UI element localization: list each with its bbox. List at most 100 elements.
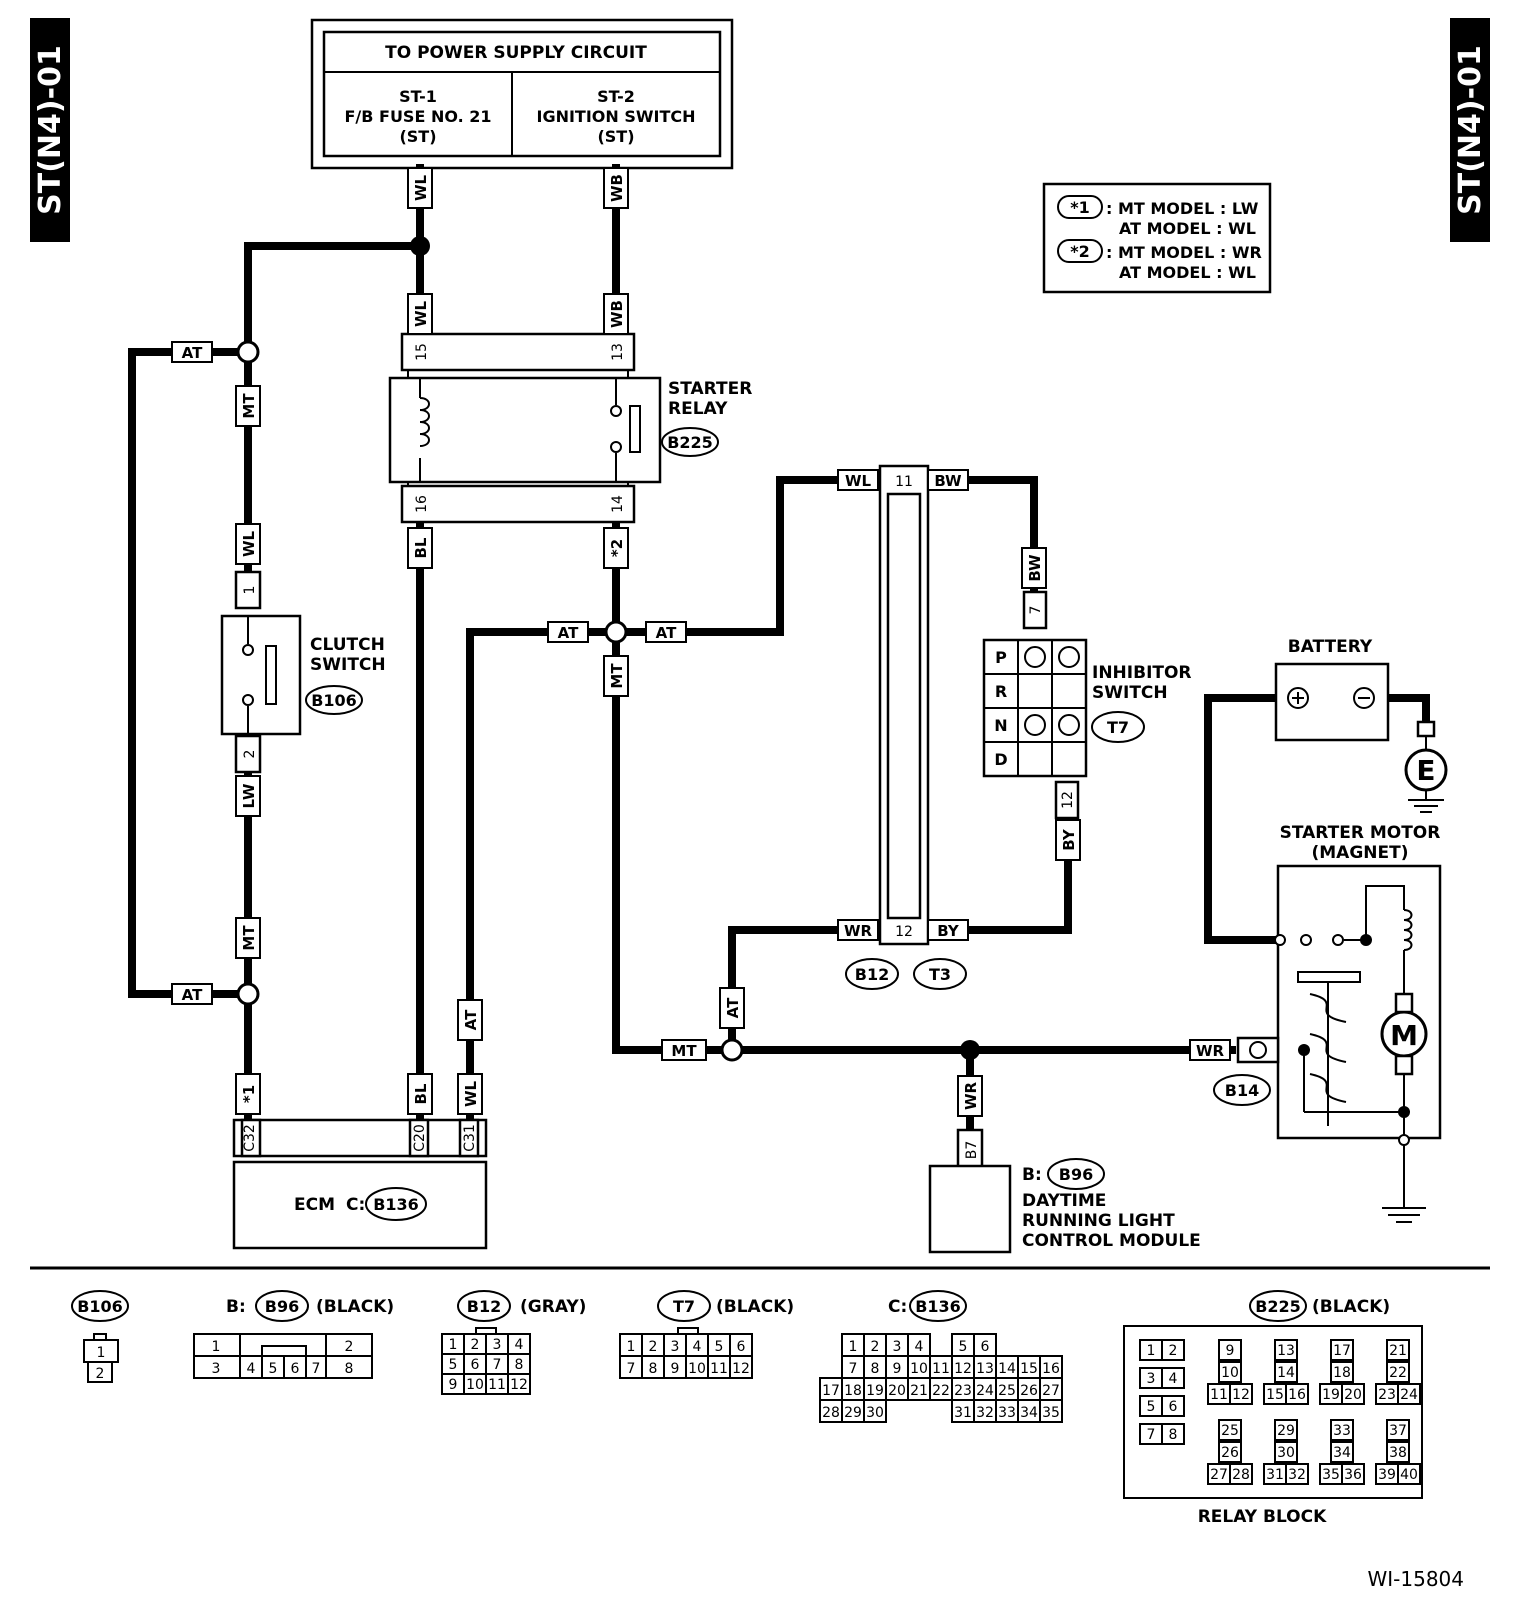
svg-text:WR: WR xyxy=(844,922,873,940)
legend-star2: *2 xyxy=(1070,242,1090,261)
pin-cell xyxy=(1386,1419,1410,1441)
pin-cell xyxy=(1330,1441,1354,1463)
svg-text:WL: WL xyxy=(412,301,430,328)
wire-tag-bw-v: BW xyxy=(1021,547,1047,589)
power-supply-box: TO POWER SUPPLY CIRCUIT ST-1 F/B FUSE NO… xyxy=(310,18,734,170)
wire-tag-by-h: BY xyxy=(927,919,969,941)
wire-tags: WL WB WL WB 15 13 16 14 BL *2 MT WL 1 2 … xyxy=(171,167,1231,1159)
svg-text:2: 2 xyxy=(345,1339,354,1355)
svg-text:AT: AT xyxy=(182,344,203,362)
pin-cell xyxy=(1161,1367,1185,1389)
pin-number: 22 xyxy=(932,1383,950,1399)
pin-cell xyxy=(1229,1463,1253,1485)
inhibitor-pos-r: R xyxy=(995,682,1007,701)
wire-tag-wl-1: WL xyxy=(407,167,433,209)
pin-16: 16 xyxy=(414,495,430,513)
pin-number: 9 xyxy=(893,1361,902,1377)
pin-number: 2 xyxy=(1169,1343,1178,1359)
pin-cell xyxy=(1218,1419,1242,1441)
svg-text:14: 14 xyxy=(610,495,626,513)
svg-text:7: 7 xyxy=(1028,606,1044,615)
joint-circle xyxy=(236,340,260,364)
pin-cell xyxy=(677,1327,699,1335)
motor-symbol: M xyxy=(1390,1019,1418,1052)
svg-text:16: 16 xyxy=(414,495,430,513)
pin-number: 7 xyxy=(849,1361,858,1377)
svg-text:WB: WB xyxy=(608,174,626,202)
starter-relay: STARTER RELAY B225 xyxy=(388,332,752,524)
joint-connector-b12-t3: B12 T3 xyxy=(845,464,967,990)
pin-number: 4 xyxy=(915,1339,924,1355)
pin-number: 32 xyxy=(1288,1467,1306,1483)
relay-block-caption: RELAY BLOCK xyxy=(1198,1507,1327,1527)
legend-box: *1 : MT MODEL : LW AT MODEL : WL *2 : MT… xyxy=(1042,182,1272,294)
svg-text:6: 6 xyxy=(291,1361,300,1377)
svg-text:(BLACK): (BLACK) xyxy=(716,1297,794,1317)
pin-cell xyxy=(1330,1339,1354,1361)
pin-number: 35 xyxy=(1042,1405,1060,1421)
pin-number: 19 xyxy=(1322,1387,1340,1403)
power-st2-line2: IGNITION SWITCH xyxy=(536,107,695,126)
pin-cell xyxy=(1229,1383,1253,1405)
pin-number: 12 xyxy=(954,1361,972,1377)
svg-text:*1: *1 xyxy=(240,1085,258,1103)
starter-relay-label-2: RELAY xyxy=(668,399,728,419)
pin-c20: C20 xyxy=(412,1124,428,1152)
earth-ground-symbol: E xyxy=(1416,754,1435,787)
pin-number: 39 xyxy=(1378,1467,1396,1483)
pin-cell xyxy=(1161,1395,1185,1417)
drl-label-2: RUNNING LIGHT xyxy=(1022,1211,1175,1231)
pin-number: 20 xyxy=(1344,1387,1362,1403)
pin-number: 6 xyxy=(981,1339,990,1355)
pin-2: 2 xyxy=(242,750,258,759)
svg-text:BY: BY xyxy=(937,922,960,940)
joint-connector-b12: B12 xyxy=(855,965,889,984)
pin-number: 1 xyxy=(449,1337,458,1353)
connector-view-b106: B106 1 2 xyxy=(71,1290,129,1383)
pin-number: 2 xyxy=(649,1339,658,1355)
svg-text:AT: AT xyxy=(182,986,203,1004)
wire-tag-at-h3: AT xyxy=(547,621,589,643)
pin-cell xyxy=(1039,1399,1063,1423)
drl-label-1: DAYTIME xyxy=(1022,1191,1106,1211)
pin-number: 2 xyxy=(871,1339,880,1355)
pin-number: 11 xyxy=(932,1361,950,1377)
power-st1-line3: (ST) xyxy=(399,127,436,146)
pin-number: 7 xyxy=(627,1361,636,1377)
pin-number: 14 xyxy=(1277,1365,1295,1381)
svg-text:BL: BL xyxy=(412,1083,430,1104)
connector-view-b96: B: B96 (BLACK) 1 2 3 4 5 6 7 8 xyxy=(193,1290,394,1379)
svg-text:BY: BY xyxy=(1060,828,1078,851)
pin-number: 6 xyxy=(471,1357,480,1373)
inhibitor-switch: P R N D INHIBITOR SWITCH T7 xyxy=(982,590,1192,820)
pin-cell xyxy=(1386,1339,1410,1361)
svg-text:AT: AT xyxy=(462,1009,480,1030)
pin-number: 4 xyxy=(515,1337,524,1353)
pin-number: 30 xyxy=(866,1405,884,1421)
svg-text:B:: B: xyxy=(226,1297,246,1317)
pin-number: 18 xyxy=(844,1383,862,1399)
inhibitor-pos-p: P xyxy=(995,648,1007,667)
svg-text:(GRAY): (GRAY) xyxy=(520,1297,586,1317)
wire-tag-wb-2: WB xyxy=(603,293,629,335)
pin-number: 12 xyxy=(510,1377,528,1393)
svg-text:B96: B96 xyxy=(265,1297,299,1316)
pin-cell xyxy=(1397,1383,1421,1405)
joint-circle xyxy=(604,620,628,644)
pin-number: 26 xyxy=(1221,1445,1239,1461)
svg-text:8: 8 xyxy=(345,1361,354,1377)
svg-text:3: 3 xyxy=(212,1361,221,1377)
svg-text:12: 12 xyxy=(895,924,913,940)
pin-cell xyxy=(1218,1361,1242,1383)
pin-number: 12 xyxy=(732,1361,750,1377)
svg-text:1: 1 xyxy=(242,586,258,595)
wire-tag-at-v1: AT xyxy=(457,999,483,1041)
power-supply-title: TO POWER SUPPLY CIRCUIT xyxy=(385,43,647,63)
pin-number: 29 xyxy=(1277,1423,1295,1439)
inhibitor-connector: T7 xyxy=(1107,718,1129,737)
svg-text:7: 7 xyxy=(312,1361,321,1377)
wire-tag-mt-h: MT xyxy=(661,1039,707,1061)
pin-number: 36 xyxy=(1344,1467,1362,1483)
